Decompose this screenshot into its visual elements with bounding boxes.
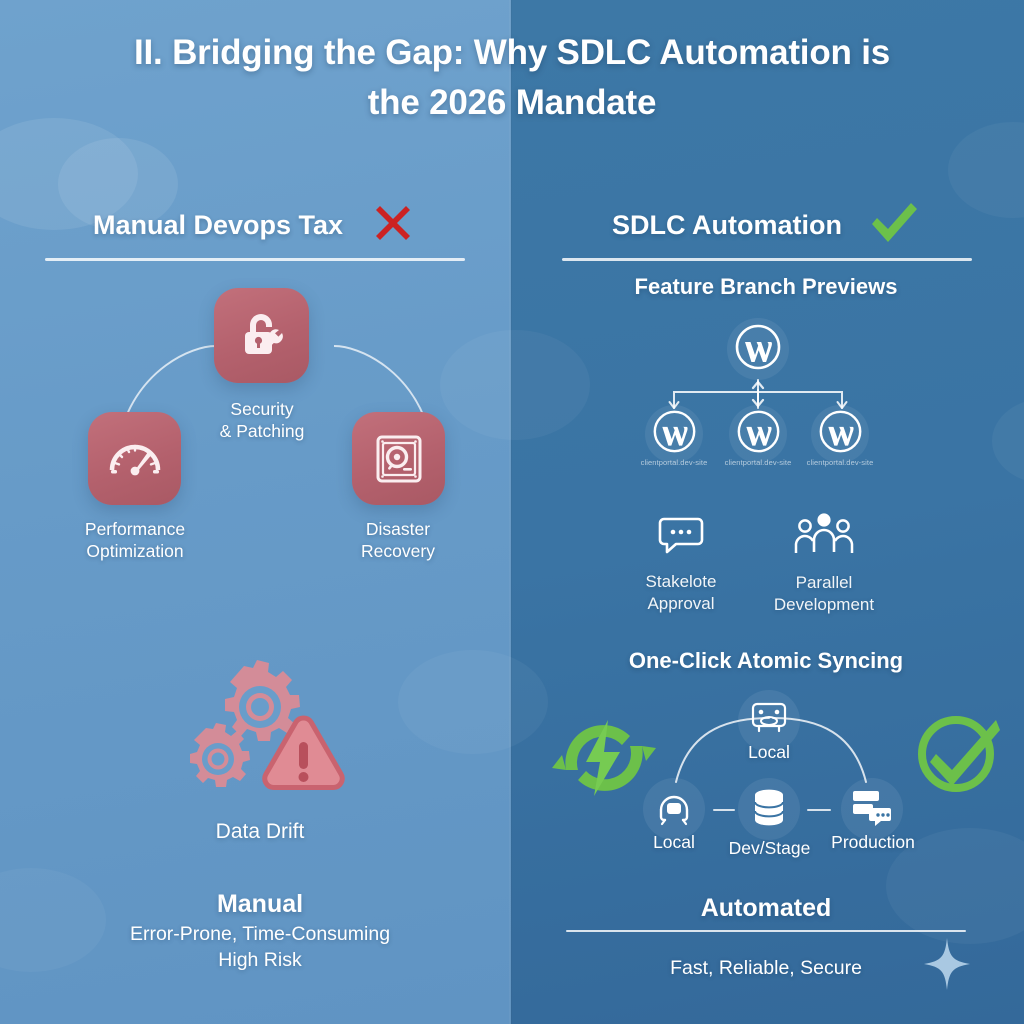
- red-x-icon: [369, 199, 417, 252]
- sync-node-label-local-top: Local: [748, 742, 790, 762]
- right-column-header: SDLC Automation: [560, 202, 972, 248]
- left-summary-line2: High Risk: [218, 949, 302, 972]
- gears-warning-icon: [168, 660, 358, 810]
- wordpress-node-branch-1: [645, 405, 703, 463]
- page-title: II. Bridging the Gap: Why SDLC Automatio…: [134, 33, 890, 122]
- right-header-rule: [562, 258, 972, 261]
- feature-parallel-development: Parallel Development: [748, 512, 900, 616]
- label-line-2: Recovery: [361, 541, 435, 562]
- label-line-2: Approval: [647, 594, 715, 614]
- sparkle-icon: [924, 938, 970, 990]
- tile-label-security-patching: Security & Patching: [181, 398, 343, 443]
- left-summary-title: Manual: [216, 890, 304, 918]
- panel-divider: [509, 0, 512, 1024]
- sync-section-title: One-Click Atomic Syncing: [628, 648, 904, 673]
- branch-url-1: clientportal.dev-site: [640, 458, 708, 467]
- left-header-rule: [45, 258, 465, 261]
- wordpress-node-branch-3: [811, 405, 869, 463]
- feature-label: Stakelote Approval: [605, 571, 757, 615]
- panel-manual: [0, 0, 511, 1024]
- sync-node-label-local: Local: [653, 832, 695, 852]
- wordpress-icon: [652, 409, 697, 459]
- local-user-icon: [653, 786, 695, 833]
- left-header-label: Manual Devops Tax: [92, 209, 344, 240]
- sync-node-production: [841, 778, 903, 840]
- wordpress-node-branch-2: [729, 405, 787, 463]
- local-machine-icon: [748, 699, 790, 744]
- label-line-1: Stakelote: [645, 572, 717, 591]
- feature-stakeholder-approval: Stakelote Approval: [605, 515, 757, 615]
- sync-node-local-top: [738, 690, 800, 752]
- left-summary-line1: Error-Prone, Time-Consuming: [129, 922, 391, 945]
- hard-drive-icon: [371, 431, 427, 487]
- left-column-header: Manual Devops Tax: [45, 202, 465, 248]
- sync-lightning-icon: [540, 700, 668, 815]
- panel-automated: [511, 0, 1024, 1024]
- right-summary-title: Automated: [700, 894, 832, 922]
- wordpress-node-root: [727, 318, 789, 380]
- tile-label-performance-optimization: Performance Optimization: [50, 518, 220, 563]
- gauge-icon: [106, 430, 164, 488]
- tile-label-disaster-recovery: Disaster Recovery: [322, 518, 474, 563]
- speech-bubble-icon: [658, 517, 704, 559]
- feature-label: Parallel Development: [748, 572, 900, 616]
- database-icon: [749, 786, 789, 833]
- tile-disaster-recovery: [352, 412, 445, 505]
- drift-label: Data Drift: [215, 820, 305, 843]
- sync-node-dev-stage: [738, 778, 800, 840]
- sync-node-label-production: Production: [831, 832, 915, 852]
- green-check-circle-icon: [912, 708, 1004, 800]
- label-line-2: Development: [773, 595, 875, 615]
- right-summary: Automated Fast, Reliable, Secure: [560, 892, 972, 981]
- right-header-label: SDLC Automation: [612, 209, 842, 240]
- server-chat-icon: [851, 787, 893, 832]
- wordpress-icon: [736, 409, 781, 459]
- label-line-1: Security: [230, 399, 294, 419]
- label-line-1: Parallel: [795, 573, 853, 592]
- sync-node-local: [643, 778, 705, 840]
- label-line-1: Disaster: [365, 519, 431, 539]
- wordpress-icon: [818, 409, 863, 459]
- label-line-2: Optimization: [86, 541, 184, 562]
- tile-performance-optimization: [88, 412, 181, 505]
- sync-node-label-dev-stage: Dev/Stage: [728, 838, 811, 858]
- branch-section-title: Feature Branch Previews: [634, 274, 898, 299]
- wordpress-icon: [734, 323, 782, 376]
- right-summary-rule: [566, 930, 966, 932]
- label-line-2: & Patching: [219, 421, 305, 442]
- label-line-1: Performance: [84, 519, 186, 539]
- right-summary-line1: Fast, Reliable, Secure: [670, 956, 862, 979]
- tile-security-patching: [214, 288, 309, 383]
- left-summary: Manual Error-Prone, Time-Consuming High …: [50, 888, 470, 974]
- lock-wrench-icon: [232, 306, 292, 366]
- branch-url-2: clientportal.dev-site: [724, 458, 792, 467]
- branch-url-3: clientportal.dev-site: [806, 458, 874, 467]
- people-group-icon: [793, 513, 855, 560]
- green-check-icon: [868, 199, 920, 252]
